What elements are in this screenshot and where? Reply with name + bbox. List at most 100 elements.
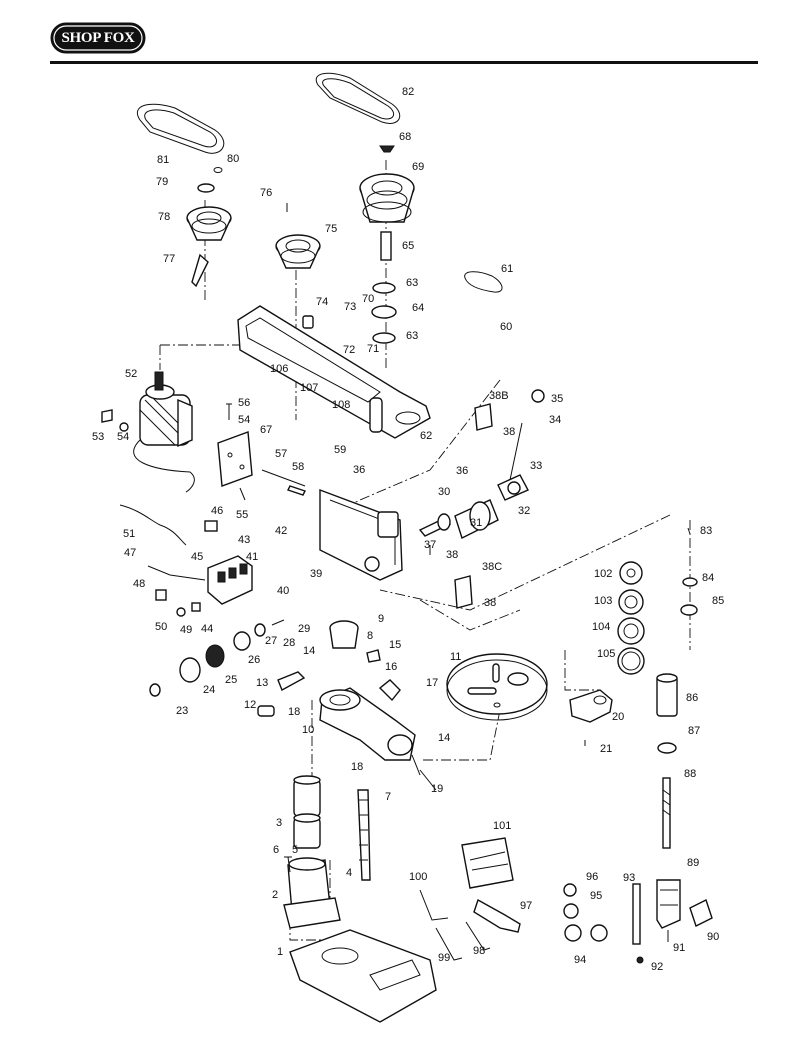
belt-61	[464, 271, 503, 293]
part-callout-53: 53	[92, 431, 104, 443]
part-callout-2: 2	[272, 889, 278, 901]
part-callout-30: 30	[438, 486, 450, 498]
part-callout-95: 95	[590, 890, 602, 902]
part-callout-18: 18	[288, 706, 300, 718]
part-callout-16: 16	[385, 661, 397, 673]
part-callout-9: 9	[378, 613, 384, 625]
head-casting	[237, 305, 431, 581]
part-callout-39: 39	[310, 568, 322, 580]
part-callout-86: 86	[686, 692, 698, 704]
part-callout-8: 8	[367, 630, 373, 642]
part-callout-107: 107	[300, 382, 318, 394]
part-callout-75: 75	[325, 223, 337, 235]
part-callout-49: 49	[180, 624, 192, 636]
part-callout-11: 11	[450, 651, 461, 663]
part-callout-108: 108	[332, 399, 350, 411]
washers-102-105	[617, 561, 645, 675]
part-callout-47: 47	[124, 547, 136, 559]
part-callout-44: 44	[201, 623, 213, 635]
part-callout-4: 4	[346, 867, 352, 879]
part-callout-28: 28	[283, 637, 295, 649]
part-callout-104: 104	[592, 621, 610, 633]
part-callout-94: 94	[574, 954, 586, 966]
part-callout-77: 77	[163, 253, 175, 265]
part-callout-72: 72	[343, 344, 355, 356]
part-callout-51: 51	[123, 528, 135, 540]
idler-pulley-75	[275, 203, 321, 269]
part-callout-76: 76	[260, 187, 272, 199]
part-callout-33: 33	[530, 460, 542, 472]
part-callout-40: 40	[277, 585, 289, 597]
part-callout-63: 63	[406, 330, 418, 342]
part-callout-79: 79	[156, 176, 168, 188]
part-callout-61: 61	[501, 263, 513, 275]
part-callout-65: 65	[402, 240, 414, 252]
part-callout-45: 45	[191, 551, 203, 563]
part-callout-7: 7	[385, 791, 391, 803]
part-callout-36: 36	[353, 464, 365, 476]
column-and-base	[283, 775, 437, 1023]
part-callout-38: 38	[484, 597, 496, 609]
part-callout-25: 25	[225, 674, 237, 686]
part-callout-68: 68	[399, 131, 411, 143]
part-callout-99: 99	[438, 952, 450, 964]
part-callout-88: 88	[684, 768, 696, 780]
part-callout-26: 26	[248, 654, 260, 666]
part-callout-38: 38	[446, 549, 458, 561]
motor-pulley-78	[186, 167, 232, 288]
part-callout-83: 83	[700, 525, 712, 537]
part-callout-58: 58	[292, 461, 304, 473]
shop-fox-logo	[50, 22, 146, 54]
part-callout-10: 10	[302, 724, 314, 736]
part-callout-48: 48	[133, 578, 145, 590]
table-arm-20	[569, 689, 613, 746]
part-callout-18: 18	[351, 761, 363, 773]
part-callout-92: 92	[651, 961, 663, 973]
part-callout-59: 59	[334, 444, 346, 456]
part-callout-98: 98	[473, 945, 485, 957]
part-callout-60: 60	[500, 321, 512, 333]
part-callout-96: 96	[586, 871, 598, 883]
part-callout-38B: 38B	[489, 390, 509, 402]
part-callout-63: 63	[406, 277, 418, 289]
part-callout-101: 101	[493, 820, 511, 832]
spindle-column	[632, 527, 713, 964]
part-callout-105: 105	[597, 648, 615, 660]
part-callout-84: 84	[702, 572, 714, 584]
part-callout-81: 81	[157, 154, 169, 166]
part-callout-90: 90	[707, 931, 719, 943]
part-callout-41: 41	[246, 551, 258, 563]
part-callout-20: 20	[612, 711, 624, 723]
part-callout-1: 1	[277, 946, 283, 958]
part-callout-12: 12	[244, 699, 256, 711]
part-callout-13: 13	[256, 677, 268, 689]
part-callout-93: 93	[623, 872, 635, 884]
switch-assembly-45	[119, 504, 253, 617]
part-callout-27: 27	[265, 635, 277, 647]
part-callout-102: 102	[594, 568, 612, 580]
part-callout-52: 52	[125, 368, 137, 380]
part-callout-21: 21	[600, 743, 612, 755]
part-callout-23: 23	[176, 705, 188, 717]
part-callout-70: 70	[362, 293, 374, 305]
motor-mount-67	[217, 403, 306, 501]
part-callout-73: 73	[344, 301, 356, 313]
part-callout-67: 67	[260, 424, 272, 436]
part-callout-32: 32	[518, 505, 530, 517]
part-callout-106: 106	[270, 363, 288, 375]
part-callout-57: 57	[275, 448, 287, 460]
part-callout-87: 87	[688, 725, 700, 737]
part-callout-35: 35	[551, 393, 563, 405]
part-callout-38: 38	[503, 426, 515, 438]
part-callout-14: 14	[438, 732, 450, 744]
part-callout-6: 6	[273, 844, 279, 856]
part-callout-17: 17	[426, 677, 438, 689]
part-callout-78: 78	[158, 211, 170, 223]
table-11	[446, 653, 548, 721]
part-callout-29: 29	[298, 623, 310, 635]
part-callout-74: 74	[316, 296, 328, 308]
part-callout-97: 97	[520, 900, 532, 912]
motor-52	[101, 371, 195, 493]
part-callout-103: 103	[594, 595, 612, 607]
